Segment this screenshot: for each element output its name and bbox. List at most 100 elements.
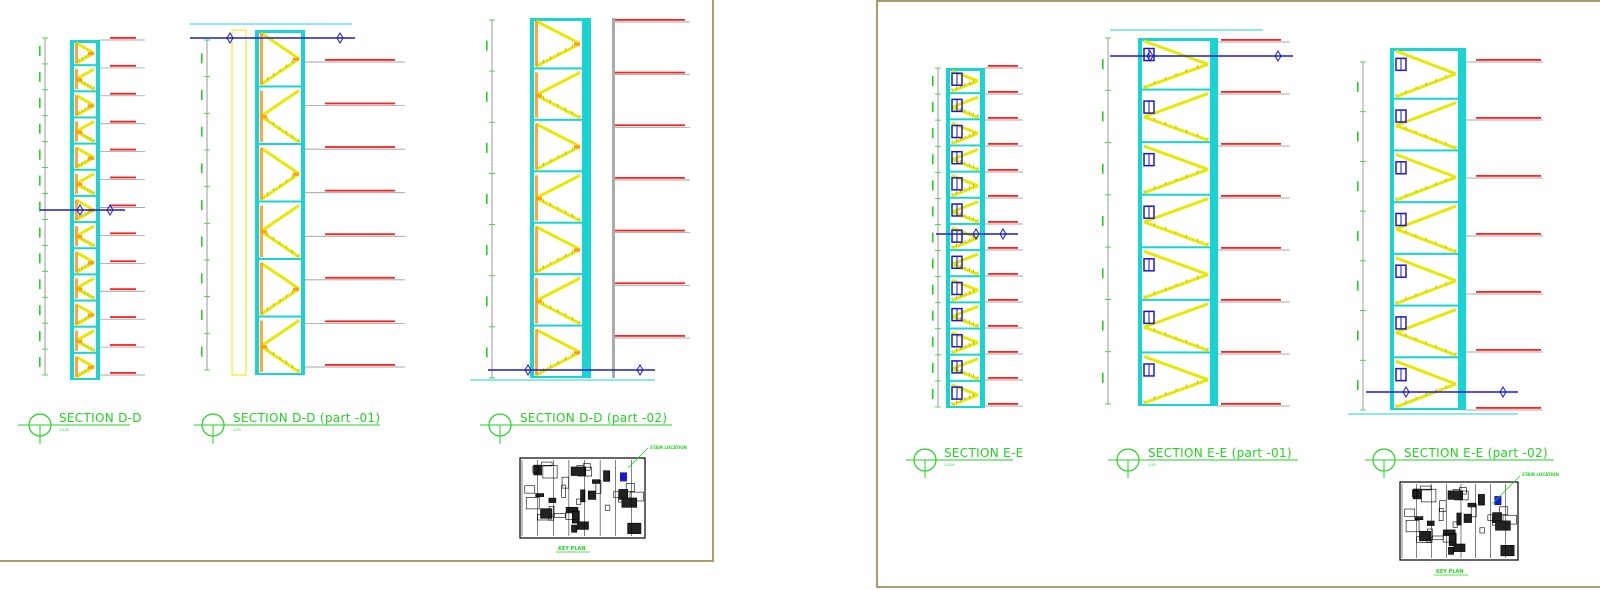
- stair-flight: [1395, 175, 1457, 202]
- dimension-text: [932, 206, 934, 217]
- floor-level-label: [988, 325, 1018, 327]
- dimension-text: [201, 163, 203, 174]
- floor-level-label: [988, 65, 1018, 67]
- dimension-text: [486, 40, 488, 51]
- dimension-text: [39, 45, 41, 56]
- floor-level-label: [1221, 91, 1281, 93]
- floor-slab: [1390, 97, 1462, 100]
- key-plan-room: [577, 521, 589, 530]
- dimension-text: [486, 194, 488, 204]
- floor-slab: [530, 118, 586, 121]
- stair-handrail: [75, 356, 78, 377]
- key-plan-room: [1405, 520, 1420, 533]
- floor-slab: [1138, 351, 1214, 354]
- title-section-d-d-01: SECTION D-D (part -01): [233, 411, 380, 425]
- handrail-frame: [231, 29, 247, 376]
- section-cut-marker: [1146, 50, 1154, 62]
- floor-slab: [1390, 149, 1462, 152]
- dimension-text: [1102, 163, 1104, 174]
- dimension-text: [201, 236, 203, 247]
- scale-section-d-d-01: 1:50: [233, 428, 241, 432]
- floor-level-label: [615, 282, 685, 285]
- key-plan-room: [1447, 490, 1463, 500]
- dimension-text: [1102, 268, 1104, 279]
- stair-flight: [260, 319, 300, 348]
- stair-landing: [536, 299, 542, 303]
- floor-slab: [1138, 141, 1214, 144]
- key-plan-room: [580, 489, 586, 503]
- key-plan-left: KEY PLAN STAIR LOCATION: [519, 445, 687, 553]
- key-plan-room: [604, 504, 611, 511]
- dimension-text: [1357, 330, 1359, 341]
- key-plan-room: [1463, 513, 1472, 523]
- floor-level-label: [325, 320, 395, 323]
- stair-flight: [260, 31, 300, 60]
- key-plan-room: [525, 497, 540, 510]
- floor-level-label: [325, 102, 395, 105]
- stair-flight: [535, 225, 581, 251]
- dimension-text: [932, 102, 934, 113]
- dimension-text: [932, 284, 934, 295]
- section-cut-marker: [226, 32, 234, 44]
- key-plan-room: [565, 511, 579, 520]
- stair-landing: [76, 182, 82, 186]
- stair-handrail: [75, 226, 78, 247]
- title-section-d-d: SECTION D-D: [59, 411, 142, 425]
- key-plan-room: [561, 484, 566, 498]
- key-plan-room: [524, 485, 536, 494]
- stair-flight: [75, 277, 95, 290]
- title-section-e-e: SECTION E-E: [944, 446, 1023, 460]
- floor-slab: [946, 144, 984, 147]
- dimension-text: [1357, 280, 1359, 291]
- floor-level-label: [1476, 349, 1541, 351]
- floor-level-label: [325, 146, 395, 148]
- sheet-left: SECTION D-D 1:100 SECTION D-D (part -01)…: [0, 0, 714, 562]
- scale-section-e-e: 1:100: [944, 463, 954, 467]
- stair-landing: [88, 52, 94, 56]
- floor-level-label: [615, 229, 685, 232]
- dimension-text: [486, 296, 488, 307]
- key-plan-room: [1414, 516, 1424, 520]
- stair-landing: [76, 235, 82, 239]
- stair-landing: [88, 104, 94, 108]
- title-block-e-e-02: SECTION E-E (part -02): [1365, 446, 1554, 478]
- stair-handrail: [75, 330, 78, 351]
- floor-slab: [70, 194, 100, 197]
- key-plan-room: [541, 461, 553, 467]
- floor-level-label: [110, 148, 136, 151]
- floor-level-label: [1476, 59, 1541, 61]
- dimension-text: [1357, 231, 1359, 241]
- stair-wall-left: [946, 68, 950, 408]
- floor-level-label: [615, 124, 685, 127]
- floor-slab: [530, 273, 586, 276]
- sheet-right-drawing: SECTION E-E 1:100 SECTION E-E (part -01)…: [906, 29, 1559, 576]
- stair-flight: [535, 173, 581, 200]
- dimension-text: [201, 90, 203, 100]
- dimension-text: [39, 305, 41, 316]
- floor-level-label: [615, 71, 685, 74]
- stair-flight: [951, 158, 979, 172]
- key-plan-room: [561, 476, 569, 489]
- floor-level-label: [1221, 195, 1281, 197]
- stair-flight: [1395, 153, 1457, 179]
- key-plan-room: [592, 479, 601, 484]
- floor-slab: [1390, 356, 1462, 359]
- stair-wall-right: [1458, 48, 1462, 410]
- stair-flight: [75, 303, 95, 316]
- stair-flight: [1143, 355, 1209, 382]
- scale-section-e-e-01: 1:50: [1148, 463, 1156, 467]
- stair-handrail: [75, 304, 78, 325]
- stair-landing: [293, 57, 299, 61]
- floor-level-label: [1221, 39, 1281, 41]
- key-plan-room: [540, 508, 553, 519]
- floor-level-label: [325, 364, 395, 366]
- floor-slab: [70, 325, 100, 328]
- stair-flight: [260, 204, 300, 233]
- outer-wall-line: [612, 18, 615, 378]
- stair-flight: [75, 172, 95, 186]
- floor-slab: [946, 222, 984, 225]
- key-plan-room: [587, 490, 597, 500]
- floor-level-label: [110, 316, 136, 318]
- dimension-text: [1102, 372, 1104, 383]
- floor-slab: [530, 67, 586, 70]
